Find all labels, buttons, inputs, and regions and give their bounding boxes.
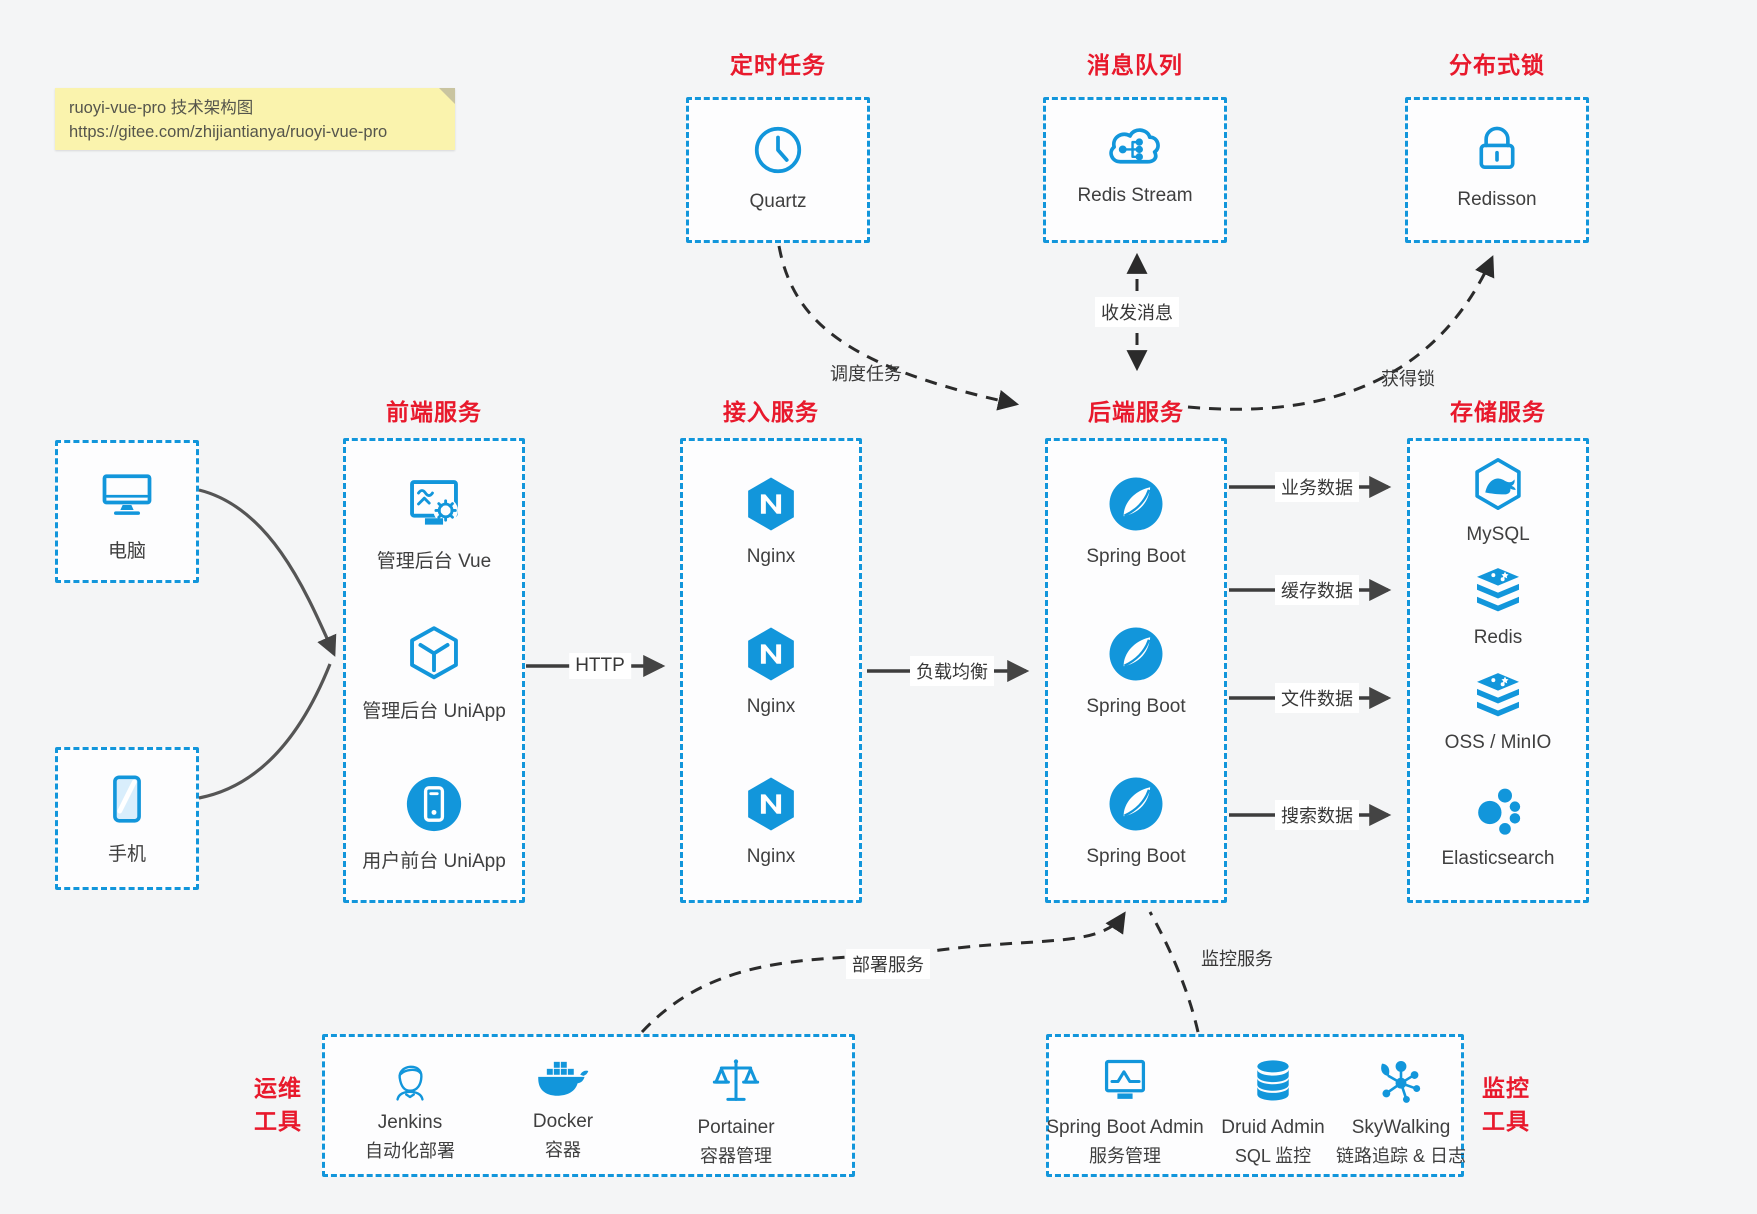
item-label: 手机	[107, 844, 146, 865]
edge-label-search-data: 搜索数据	[1275, 800, 1359, 830]
item-sublabel: 容器	[545, 1140, 581, 1160]
spring-boot-icon	[1105, 773, 1167, 840]
client-box-phone: 手机	[55, 747, 199, 890]
monitor-title-line1: 监控	[1482, 1075, 1530, 1101]
nginx-icon	[740, 773, 802, 840]
group-box-redisson: Redisson	[1405, 97, 1589, 243]
edge-monitor-service-arrow	[1148, 911, 1200, 1033]
jenkins-icon	[384, 1055, 436, 1107]
uniapp-cube-icon	[403, 623, 465, 690]
edge-label-monitor-service: 监控服务	[1201, 949, 1273, 969]
group-title-message-queue: 消息队列	[1087, 52, 1183, 78]
docker-icon	[535, 1055, 591, 1106]
desktop-icon	[97, 465, 157, 530]
group-box-quartz: Quartz	[686, 97, 870, 243]
skywalking-icon	[1375, 1055, 1427, 1112]
edge-phone-to-frontend	[198, 663, 332, 800]
item-label: Elasticsearch	[1441, 848, 1555, 869]
column-title-backend: 后端服务	[1088, 399, 1184, 425]
edge-label-acquire-lock: 获得锁	[1381, 369, 1435, 389]
item-label: 管理后台 UniApp	[362, 701, 506, 722]
phone-icon	[98, 770, 156, 833]
monitor-title-line2: 工具	[1482, 1108, 1530, 1134]
portainer-icon	[710, 1055, 762, 1112]
item-label: Nginx	[746, 546, 796, 567]
item-label: Redis Stream	[1077, 185, 1193, 206]
note-fold-corner	[439, 88, 455, 104]
admin-vue-icon	[403, 473, 465, 540]
message-cloud-icon	[1103, 120, 1167, 179]
redis-stack-icon	[1470, 672, 1526, 726]
item-label: Nginx	[746, 696, 796, 717]
column-title-storage: 存储服务	[1450, 399, 1546, 425]
column-box-backend: Spring Boot Spring Boot Spring Boot	[1045, 438, 1227, 903]
column-box-frontend: 管理后台 Vue 管理后台 UniApp 用户前台 UniApp	[343, 438, 525, 903]
column-box-storage: MySQL Redis	[1407, 438, 1589, 903]
user-uniapp-icon	[403, 773, 465, 840]
item-sublabel: 服务管理	[1089, 1146, 1161, 1166]
item-label: OSS / MinIO	[1444, 732, 1552, 753]
edge-label-file-data: 文件数据	[1275, 683, 1359, 713]
spring-boot-admin-icon	[1099, 1055, 1151, 1112]
item-label: 用户前台 UniApp	[362, 851, 506, 872]
group-box-monitor-tools: Spring Boot Admin 服务管理 Druid Admin SQL 监…	[1046, 1034, 1466, 1177]
lock-icon	[1468, 120, 1526, 183]
druid-icon	[1247, 1055, 1299, 1112]
item-label: Spring Boot	[1086, 696, 1186, 717]
item-label: MySQL	[1466, 524, 1530, 545]
ops-title-line2: 工具	[254, 1108, 302, 1134]
item-label: Jenkins	[377, 1112, 443, 1133]
edge-computer-to-frontend	[198, 488, 337, 657]
group-box-ops-tools: Jenkins 自动化部署 Docker 容器	[322, 1034, 855, 1177]
edge-label-http: HTTP	[569, 653, 631, 679]
edge-label-send-receive-msg: 收发消息	[1095, 297, 1179, 327]
column-title-frontend: 前端服务	[386, 399, 482, 425]
group-box-redis-stream: Redis Stream	[1043, 97, 1227, 243]
item-label: Nginx	[746, 846, 796, 867]
column-box-gateway: Nginx Nginx Nginx	[680, 438, 862, 903]
item-label: Spring Boot	[1086, 846, 1186, 867]
redis-stack-icon	[1470, 567, 1526, 621]
edge-acquire-lock-arrow	[1187, 255, 1495, 411]
group-title-ops-tools: 运维 工具	[240, 1072, 316, 1138]
item-sublabel: SQL 监控	[1234, 1146, 1312, 1166]
note-title: ruoyi-vue-pro 技术架构图	[69, 99, 254, 117]
edge-label-load-balance: 负载均衡	[910, 656, 994, 686]
mysql-icon	[1469, 455, 1527, 518]
item-label: Spring Boot	[1086, 546, 1186, 567]
item-label: Quartz	[749, 191, 807, 212]
column-title-gateway: 接入服务	[723, 399, 819, 425]
item-label: Redisson	[1457, 189, 1537, 210]
edge-label-deploy-service: 部署服务	[846, 949, 930, 979]
spring-boot-icon	[1105, 473, 1167, 540]
group-title-scheduled-task: 定时任务	[730, 52, 826, 78]
item-label: Spring Boot Admin	[1046, 1117, 1204, 1138]
clock-icon	[748, 120, 808, 185]
edge-label-cache-data: 缓存数据	[1275, 575, 1359, 605]
client-box-computer: 电脑	[55, 440, 199, 583]
item-label: SkyWalking	[1351, 1117, 1451, 1138]
item-label: Docker	[532, 1111, 594, 1132]
nginx-icon	[740, 623, 802, 690]
item-sublabel: 链路追踪 & 日志	[1335, 1146, 1466, 1166]
ops-title-line1: 运维	[254, 1075, 302, 1101]
item-label: Redis	[1473, 627, 1523, 648]
edge-label-schedule-task: 调度任务	[830, 364, 902, 384]
group-title-distributed-lock: 分布式锁	[1449, 52, 1545, 78]
elasticsearch-icon	[1470, 781, 1526, 842]
spring-boot-icon	[1105, 623, 1167, 690]
item-sublabel: 自动化部署	[365, 1141, 455, 1161]
item-sublabel: 容器管理	[700, 1146, 772, 1166]
note-url: https://gitee.com/zhijiantianya/ruoyi-vu…	[69, 123, 388, 141]
sticky-note: ruoyi-vue-pro 技术架构图 https://gitee.com/zh…	[55, 88, 455, 150]
item-label: Druid Admin	[1221, 1117, 1325, 1138]
nginx-icon	[740, 473, 802, 540]
edge-label-business-data: 业务数据	[1275, 472, 1359, 502]
item-label: 管理后台 Vue	[376, 551, 492, 572]
item-label: Portainer	[697, 1117, 775, 1138]
item-label: 电脑	[107, 541, 146, 562]
group-title-monitor-tools: 监控 工具	[1468, 1072, 1544, 1138]
